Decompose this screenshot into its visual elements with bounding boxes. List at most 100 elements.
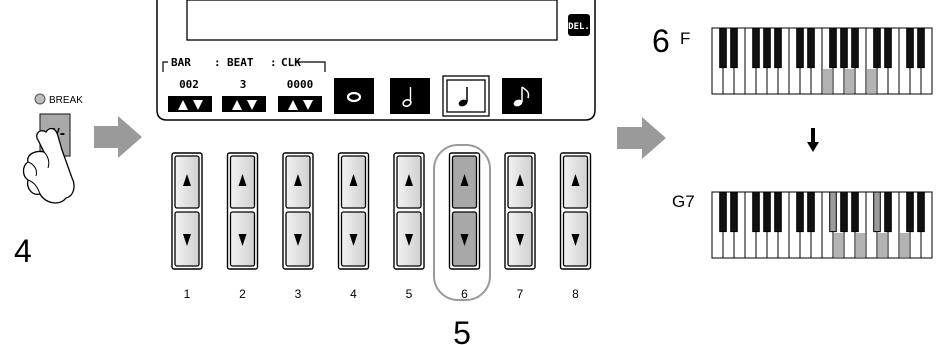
flow-arrow-1-icon	[94, 116, 142, 158]
black-key	[774, 27, 782, 69]
slider-button-6[interactable]	[448, 152, 481, 270]
slider-number-3: 3	[295, 287, 302, 301]
black-key	[730, 191, 738, 233]
down-arrow-icon	[294, 234, 302, 246]
black-key	[763, 27, 771, 69]
down-arrow-icon	[183, 234, 191, 246]
slider-number-2: 2	[239, 287, 246, 301]
step-4-label: 4	[14, 233, 32, 269]
black-key	[851, 191, 859, 233]
field-value-beat: 3	[240, 78, 247, 91]
black-key	[774, 191, 782, 233]
pressed-key	[900, 233, 909, 257]
field-sep-2: :	[270, 56, 277, 69]
finger-detail-icon	[27, 151, 50, 195]
break-lamp-icon	[34, 93, 46, 105]
highlight-oval	[433, 144, 491, 301]
field-header-clk: CLK	[281, 56, 301, 69]
black-key	[884, 27, 892, 69]
pressed-key	[845, 69, 854, 93]
slider-button-8[interactable]	[559, 152, 592, 270]
slider-number-5: 5	[406, 287, 413, 301]
eighth-note-icon	[513, 86, 530, 107]
break-button-group: BREAK -//- 4	[14, 93, 83, 269]
black-key	[796, 27, 804, 69]
up-arrow-icon	[460, 174, 469, 186]
black-key	[917, 27, 925, 69]
flow-arrow-2-icon	[617, 117, 666, 159]
field-value-bar: 002	[179, 78, 199, 91]
quarter-note-icon	[458, 87, 468, 107]
down-arrow-icon	[349, 234, 358, 246]
pressed-key	[867, 69, 876, 93]
slider-number-8: 8	[572, 287, 579, 301]
slider-button-3[interactable]	[282, 152, 314, 270]
up-arrow-icon	[183, 174, 191, 186]
pressed-key	[856, 233, 865, 257]
down-arrow-icon	[238, 234, 247, 246]
black-key	[840, 191, 848, 233]
black-key	[829, 27, 837, 69]
up-arrow-icon	[294, 174, 302, 186]
bar-updown-button[interactable]	[168, 96, 212, 112]
up-arrow-icon	[405, 174, 413, 186]
black-key	[719, 191, 727, 233]
up-arrow-icon	[238, 174, 247, 186]
down-arrow-icon	[405, 234, 413, 246]
slider-button-4[interactable]	[337, 152, 370, 270]
down-arrow-icon	[571, 234, 580, 246]
black-key	[840, 27, 848, 69]
whole-note-icon	[346, 91, 362, 103]
chord-first-name: F	[680, 29, 690, 48]
break-label: BREAK	[49, 95, 83, 106]
black-key	[873, 191, 881, 233]
up-arrow-icon	[571, 174, 580, 186]
chord-second-name: G7	[672, 192, 695, 211]
whole-note-button[interactable]	[334, 78, 374, 114]
black-key	[873, 27, 881, 69]
del-label: DEL.	[568, 22, 590, 32]
down-arrow-icon	[807, 128, 819, 152]
half-note-button[interactable]	[390, 78, 430, 114]
eighth-note-button[interactable]	[502, 78, 542, 114]
field-sep-1: :	[214, 56, 221, 69]
black-key	[796, 191, 804, 233]
black-key	[807, 27, 815, 69]
lcd-screen: DEL. BAR : BEAT : CLK 002 3 0000	[156, 0, 596, 121]
black-key	[752, 191, 760, 233]
slider-number-6: 6	[461, 287, 468, 301]
black-key	[906, 27, 914, 69]
lcd-name-box	[186, 0, 558, 41]
black-key	[719, 27, 727, 69]
black-key	[906, 191, 914, 233]
slider-number-1: 1	[184, 287, 191, 301]
pressed-key	[878, 233, 887, 257]
slider-button-2[interactable]	[226, 152, 259, 270]
black-key	[917, 191, 925, 233]
field-header-beat: BEAT	[227, 56, 254, 69]
pressed-key	[823, 69, 832, 93]
slider-number-7: 7	[517, 287, 524, 301]
slider-number-4: 4	[350, 287, 357, 301]
slider-buttons: 1 2 3 4 5 6 7 8	[171, 152, 592, 301]
slider-button-7[interactable]	[504, 152, 536, 270]
black-key	[807, 191, 815, 233]
field-value-clk: 0000	[287, 78, 314, 91]
up-arrow-icon	[516, 174, 524, 186]
keyboard-first-chord	[711, 27, 933, 95]
step-6-label: 6	[652, 23, 670, 59]
down-arrow-icon	[460, 234, 469, 246]
clk-updown-button[interactable]	[278, 96, 322, 112]
quarter-note-button[interactable]	[442, 75, 490, 117]
del-button[interactable]	[568, 14, 590, 36]
up-arrow-icon	[349, 174, 358, 186]
black-key	[884, 191, 892, 233]
black-key	[851, 27, 859, 69]
slider-button-5[interactable]	[393, 152, 425, 270]
field-bracket	[162, 61, 326, 72]
down-arrow-icon	[516, 234, 524, 246]
slider-button-1[interactable]	[171, 152, 203, 270]
black-key	[829, 191, 837, 233]
beat-updown-button[interactable]	[222, 96, 266, 112]
